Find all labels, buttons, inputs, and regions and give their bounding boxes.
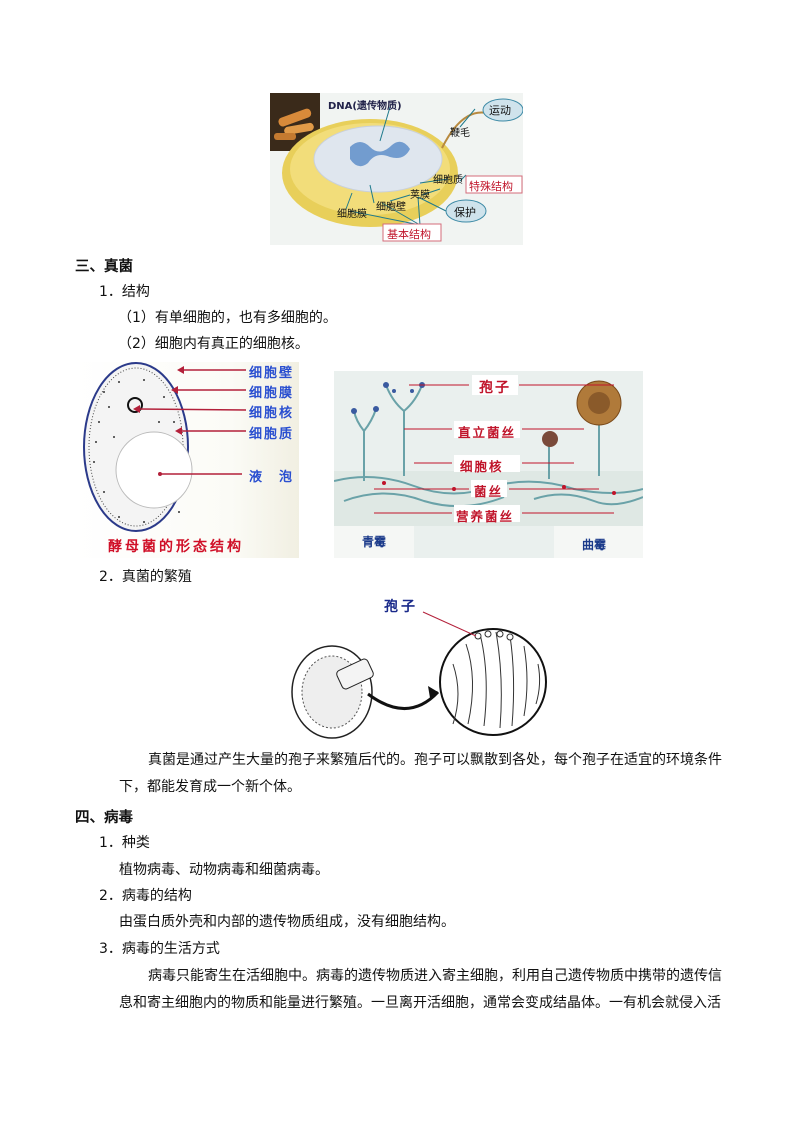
mold-label-spore: 孢子 [479, 380, 511, 396]
mold-label-nucleus: 细胞核 [460, 459, 504, 474]
basic-structure-label: 基本结构 [387, 228, 431, 241]
rod-bacteria-photo [274, 108, 314, 140]
flagellum-label: 鞭毛 [450, 128, 470, 139]
virus-types-item: 1．种类 [99, 835, 150, 851]
section-heading-virus: 四、病毒 [75, 810, 133, 826]
penicillium-label: 青霉 [362, 535, 387, 549]
motion-label: 运动 [489, 104, 511, 117]
yeast-label-vacuole: 液 泡 [249, 470, 295, 485]
yeast-cell-illustration [83, 362, 247, 532]
fungi-reproduction-item: 2．真菌的繁殖 [99, 569, 192, 585]
virus-structure-item: 2．病毒的结构 [99, 888, 192, 904]
cell-wall-label: 细胞壁 [376, 202, 406, 213]
cytoplasm-label: 细胞质 [433, 175, 463, 186]
fungi-point-2: （2）细胞内有真正的细胞核。 [118, 336, 309, 352]
yeast-caption: 酵母菌的形态结构 [108, 539, 244, 555]
mushroom-spore-label: 孢子 [384, 599, 418, 615]
yeast-label-cell-membrane: 细胞膜 [249, 386, 295, 401]
virus-paragraph-line1: 病毒只能寄生在活细胞中。病毒的遗传物质进入寄主细胞，利用自己遗传物质中携带的遗传… [148, 968, 722, 984]
cell-membrane-label: 细胞膜 [337, 209, 367, 220]
capsule-label: 荚膜 [410, 190, 430, 201]
protect-label: 保护 [454, 206, 476, 219]
bacteria-illustration [270, 93, 523, 242]
mold-label-aerial-hypha: 直立菌丝 [458, 425, 517, 440]
fungi-structure-item: 1．结构 [99, 284, 150, 300]
mold-illustration [334, 371, 643, 558]
fungi-paragraph-line1: 真菌是通过产生大量的孢子来繁殖后代的。孢子可以飘散到各处，每个孢子在适宜的环境条… [148, 752, 722, 768]
mushroom-spore-figure: 孢子 [288, 594, 550, 744]
yeast-label-cell-wall: 细胞壁 [249, 366, 295, 381]
section-heading-fungi: 三、真菌 [75, 259, 133, 275]
virus-structure-text: 由蛋白质外壳和内部的遗传物质组成，没有细胞结构。 [119, 914, 455, 930]
yeast-label-cytoplasm: 细胞质 [249, 427, 295, 442]
mold-label-hypha: 菌丝 [474, 484, 504, 499]
virus-lifestyle-item: 3．病毒的生活方式 [99, 941, 220, 957]
dna-label: DNA(遗传物质) [328, 101, 402, 112]
mold-label-nutrient-hypha: 营养菌丝 [456, 509, 515, 524]
virus-types-text: 植物病毒、动物病毒和细菌病毒。 [119, 862, 329, 878]
aspergillus-label: 曲霉 [582, 538, 607, 552]
special-structure-label: 特殊结构 [469, 180, 513, 193]
mushroom-illustration [291, 611, 547, 739]
fungi-point-1: （1）有单细胞的，也有多细胞的。 [118, 310, 337, 326]
virus-paragraph-line2: 息和寄主细胞内的物质和能量进行繁殖。一旦离开活细胞，通常会变成结晶体。一有机会就… [119, 995, 721, 1011]
fungi-paragraph-line2: 下，都能发育成一个新个体。 [119, 779, 301, 795]
bacteria-structure-figure: DNA(遗传物质) 运动 鞭毛 细胞质 特殊结构 荚膜 细胞壁 细胞膜 保护 基… [270, 93, 523, 245]
mold-structure-figure: 孢子 直立菌丝 细胞核 菌丝 营养菌丝 青霉 曲霉 [334, 371, 643, 558]
yeast-label-nucleus: 细胞核 [249, 406, 295, 421]
yeast-structure-figure: 细胞壁 细胞膜 细胞核 细胞质 液 泡 酵母菌的形态结构 [74, 362, 299, 558]
